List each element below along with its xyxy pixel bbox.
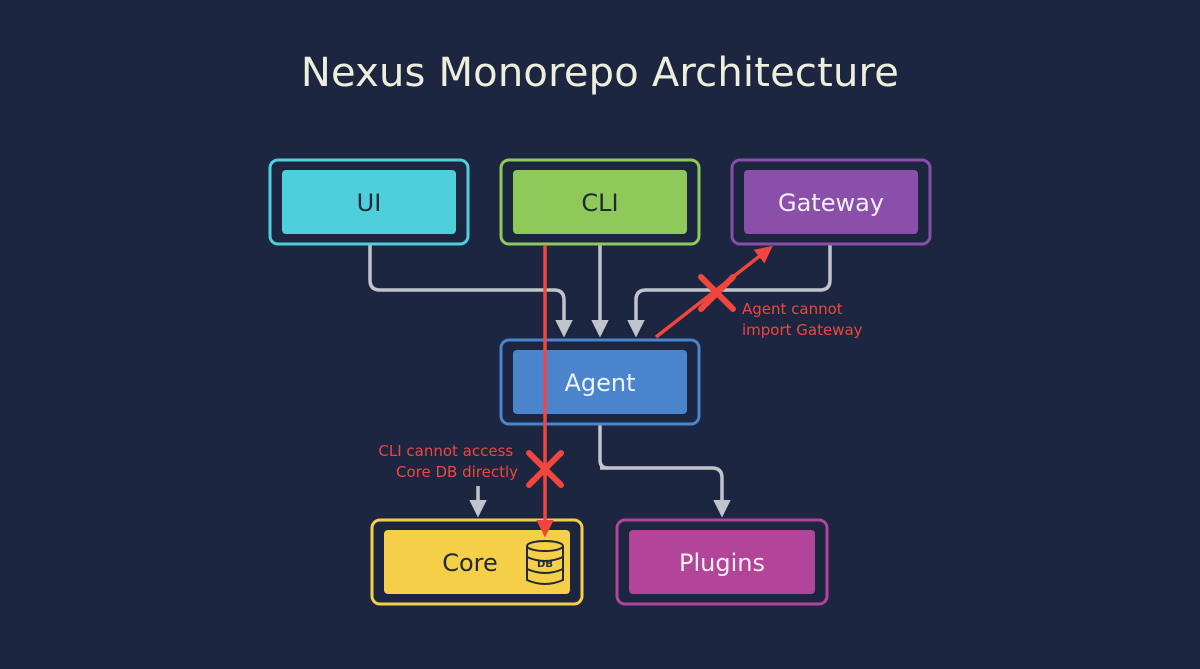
node-plugins-label: Plugins xyxy=(679,549,765,577)
diagram-title: Nexus Monorepo Architecture xyxy=(300,50,900,96)
node-gateway: Gateway xyxy=(730,158,932,246)
node-gateway-label: Gateway xyxy=(778,189,884,217)
node-cli: CLI xyxy=(499,158,701,246)
node-agent: Agent xyxy=(499,338,701,426)
node-agent-label: Agent xyxy=(564,369,635,397)
connectors xyxy=(368,245,832,518)
note-agent-gateway: Agent cannot import Gateway xyxy=(742,300,863,339)
forbidden-x-icon xyxy=(526,450,564,488)
node-cli-label: CLI xyxy=(581,189,618,217)
note-agent-gateway-line-1: Agent cannot xyxy=(742,300,843,318)
note-cli-core-line-1: CLI cannot access xyxy=(378,442,513,460)
node-plugins: Plugins xyxy=(615,518,829,606)
forbidden-edges xyxy=(526,245,773,538)
edge-agent-branch xyxy=(598,425,609,470)
forbidden-x-icon xyxy=(698,274,736,312)
node-ui: UI xyxy=(268,158,470,246)
database-icon: DB xyxy=(526,540,564,585)
edge-agent-plugins xyxy=(600,466,731,518)
node-ui-label: UI xyxy=(357,189,382,217)
edge-ui-agent xyxy=(368,245,573,338)
edge-gateway-agent xyxy=(627,245,832,338)
database-icon-label: DB xyxy=(537,559,553,570)
note-cli-core: CLI cannot access Core DB directly xyxy=(378,442,518,481)
note-agent-gateway-line-2: import Gateway xyxy=(742,321,863,339)
node-core-label: Core xyxy=(442,549,498,577)
node-core: Core DB xyxy=(370,518,584,606)
note-cli-core-line-2: Core DB directly xyxy=(396,463,518,481)
